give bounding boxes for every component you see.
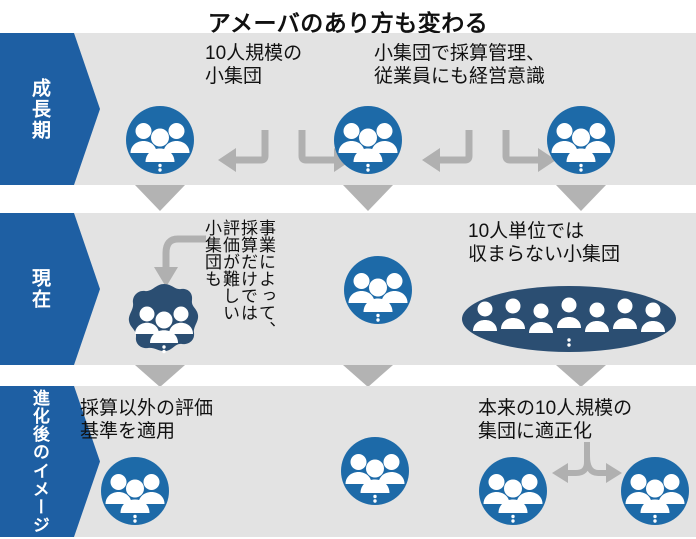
row-label-after-evolution-text: 進化後の イメージ bbox=[0, 386, 78, 537]
row-label-growth-text: 成長期 bbox=[0, 33, 78, 185]
row-after-evolution-band: 進化後の イメージ 採算以外の評価 基準を適用 bbox=[0, 386, 696, 537]
group-icon-left-evolution bbox=[100, 456, 170, 526]
vertical-text-present: 事業によって、 採算だけでは 評価が難しい 小集団も bbox=[202, 219, 275, 338]
split-arrow-bidirectional-icon bbox=[548, 442, 626, 498]
group-icon-2 bbox=[333, 105, 403, 175]
curved-arrow-left-icon bbox=[210, 128, 280, 176]
group-icon-center-present bbox=[343, 255, 413, 325]
text-profit-management-awareness: 小集団で採算管理、 従業員にも経営意識 bbox=[374, 43, 546, 88]
row-label-present-text: 現在 bbox=[0, 213, 78, 365]
row-growth-band: 成長期 10人規模の 小集団 小集団で採算管理、 従業員にも経営意識 bbox=[0, 33, 696, 185]
connector-row2-to-row3-center bbox=[343, 365, 393, 389]
text-non-profit-evaluation-criteria: 採算以外の評価 基準を適用 bbox=[80, 398, 214, 443]
curved-arrow-to-blob-icon bbox=[148, 235, 210, 291]
group-icon-3 bbox=[546, 105, 616, 175]
large-group-ellipse-icon bbox=[462, 286, 676, 360]
text-cannot-fit-in-ten: 10人単位では 収まらない小集団 bbox=[468, 221, 621, 266]
row-label-after-evolution-col-0: 進化後の bbox=[29, 389, 49, 461]
row-label-growth-col-0: 成長期 bbox=[28, 77, 50, 141]
amoeba-blob-icon bbox=[123, 281, 205, 363]
text-right-size-to-ten-people: 本来の10人規模の 集団に適正化 bbox=[478, 398, 633, 443]
text-small-group-10-people: 10人規模の 小集団 bbox=[205, 43, 303, 88]
row-label-after-evolution-col-1: イメージ bbox=[29, 462, 49, 534]
connector-row2-to-row3-right bbox=[556, 365, 606, 389]
connector-row1-to-row2-center bbox=[343, 185, 393, 213]
connector-row2-to-row3-left bbox=[135, 365, 185, 389]
curved-arrow-left-icon-2 bbox=[414, 128, 484, 176]
vertical-text-col-3: 小集団も bbox=[202, 219, 221, 287]
page-title: アメーバのあり方も変わる bbox=[207, 10, 489, 36]
row-label-present-col-0: 現在 bbox=[28, 268, 50, 310]
connector-row1-to-row2-left bbox=[135, 185, 185, 213]
vertical-text-col-1: 採算だけでは bbox=[238, 219, 257, 321]
curved-arrow-right-icon-2 bbox=[494, 128, 564, 176]
connector-row1-to-row2-right bbox=[556, 185, 606, 213]
vertical-text-col-2: 評価が難しい bbox=[220, 219, 239, 321]
group-icon-1 bbox=[125, 105, 195, 175]
group-icon-right-a-evolution bbox=[478, 456, 548, 526]
group-icon-right-b-evolution bbox=[620, 456, 690, 526]
row-present-band: 現在 bbox=[0, 213, 696, 365]
group-icon-center-evolution bbox=[340, 436, 410, 506]
vertical-text-col-0: 事業によって、 bbox=[256, 219, 275, 338]
